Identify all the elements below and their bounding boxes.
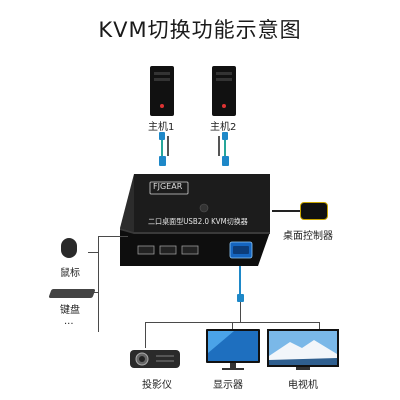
- host2-usb-plug-icon: [222, 132, 228, 140]
- output-vga-plug-icon: [237, 294, 244, 302]
- device-brand: FJGEAR: [153, 182, 183, 191]
- host2-computer-icon: [212, 66, 236, 116]
- page-title: KVM切换功能示意图: [98, 18, 302, 42]
- kvm-switch-device: [120, 174, 270, 266]
- keyboard-label: 键盘: [60, 305, 80, 316]
- monitor-label: 显示器: [213, 380, 243, 391]
- device-name: 二口桌面型USB2.0 KVM切换器: [148, 217, 248, 226]
- mouse-label: 鼠标: [60, 268, 80, 279]
- tv-icon: [267, 329, 339, 370]
- desktop-controller-icon: [300, 202, 328, 220]
- monitor-icon: [206, 329, 260, 370]
- host1-label: 主机1: [148, 122, 175, 133]
- host1-vga-plug-icon: [159, 156, 166, 166]
- host1-computer-icon: [150, 66, 174, 116]
- host1-usb-plug-icon: [159, 132, 165, 140]
- projector-label: 投影仪: [142, 380, 172, 391]
- projector-icon: [130, 350, 180, 368]
- controller-label: 桌面控制器: [283, 231, 333, 242]
- tv-label: 电视机: [288, 380, 318, 391]
- mouse-icon: [61, 238, 77, 258]
- keyboard-icon: [48, 289, 96, 298]
- host2-label: 主机2: [210, 122, 237, 133]
- host2-vga-plug-icon: [222, 156, 229, 166]
- more-inputs-label: ...: [64, 316, 74, 327]
